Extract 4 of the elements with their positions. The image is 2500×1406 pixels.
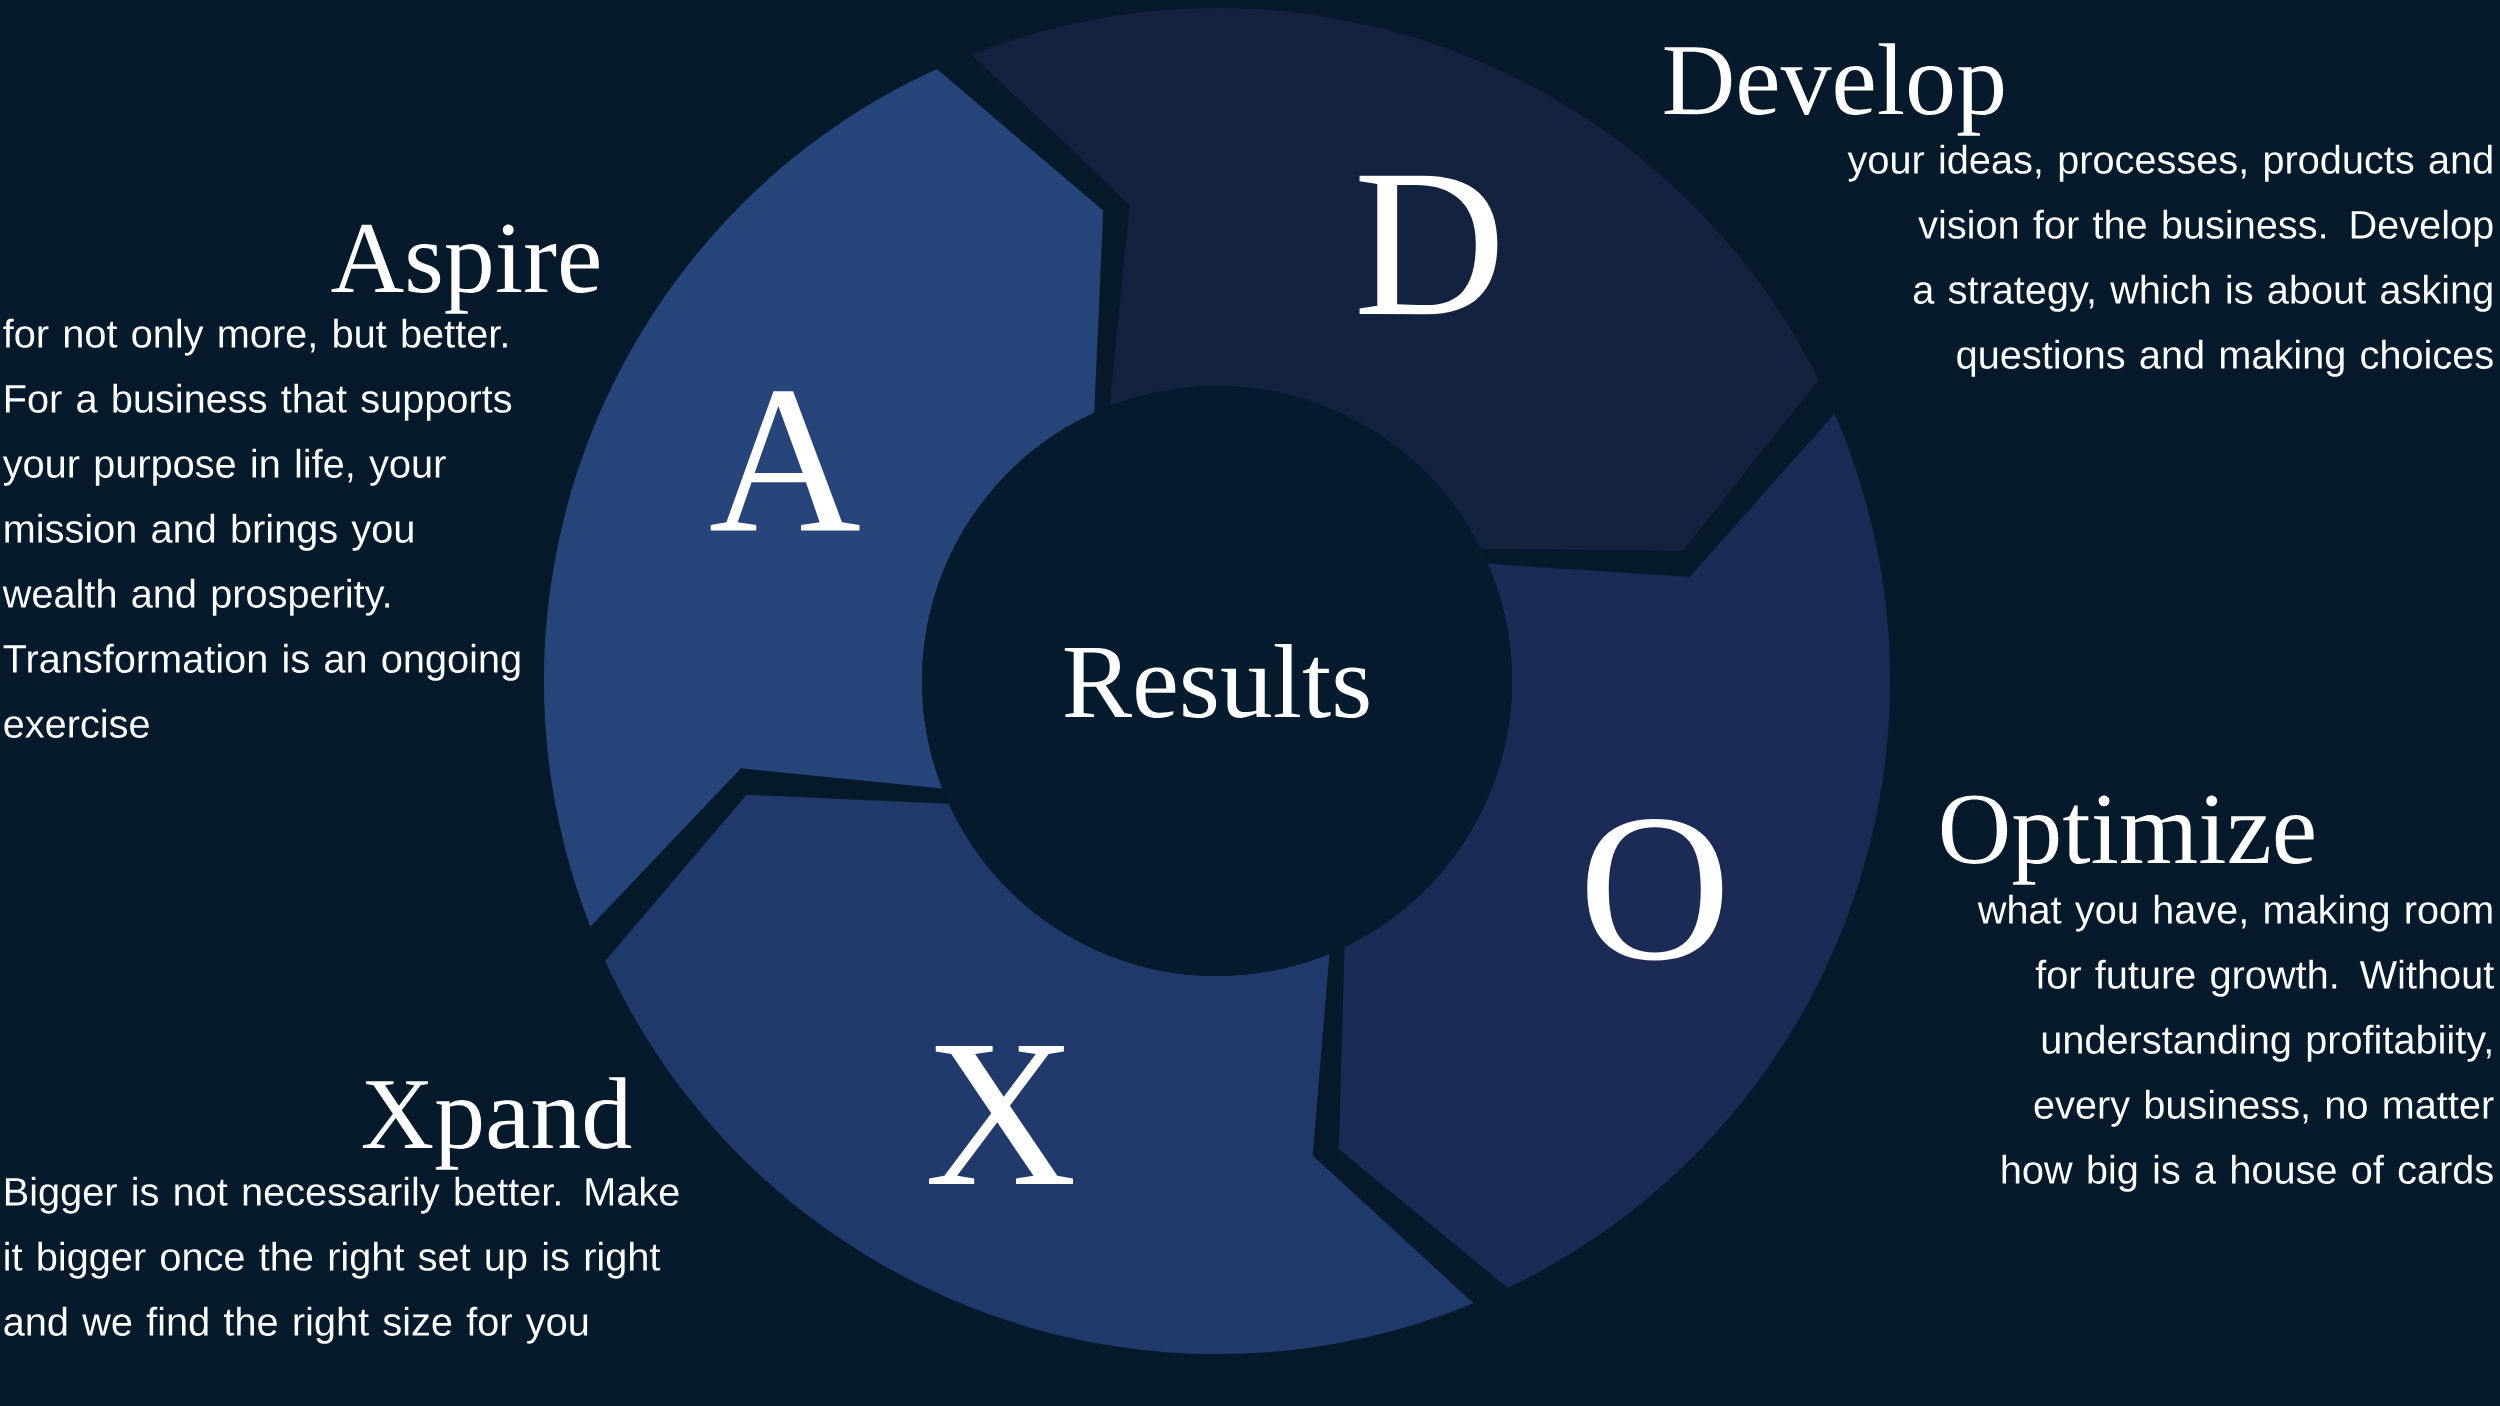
description-text: your ideas, processes, products and vision for the business. Develop a strategy, which is about asking questions and making choices xyxy=(1847,144,2493,377)
heading: Optimize xyxy=(1941,795,2314,885)
description-text: for not only more, but better. For a business that supports your purpose in life, your mission and brings you wealth and prosperity. Transformation is an ongoing exercise xyxy=(2,318,520,738)
description-text: what you have, making room for future growth. Without understanding profitabiity, every business, no matter how big is a house of cards xyxy=(1977,894,2494,1192)
